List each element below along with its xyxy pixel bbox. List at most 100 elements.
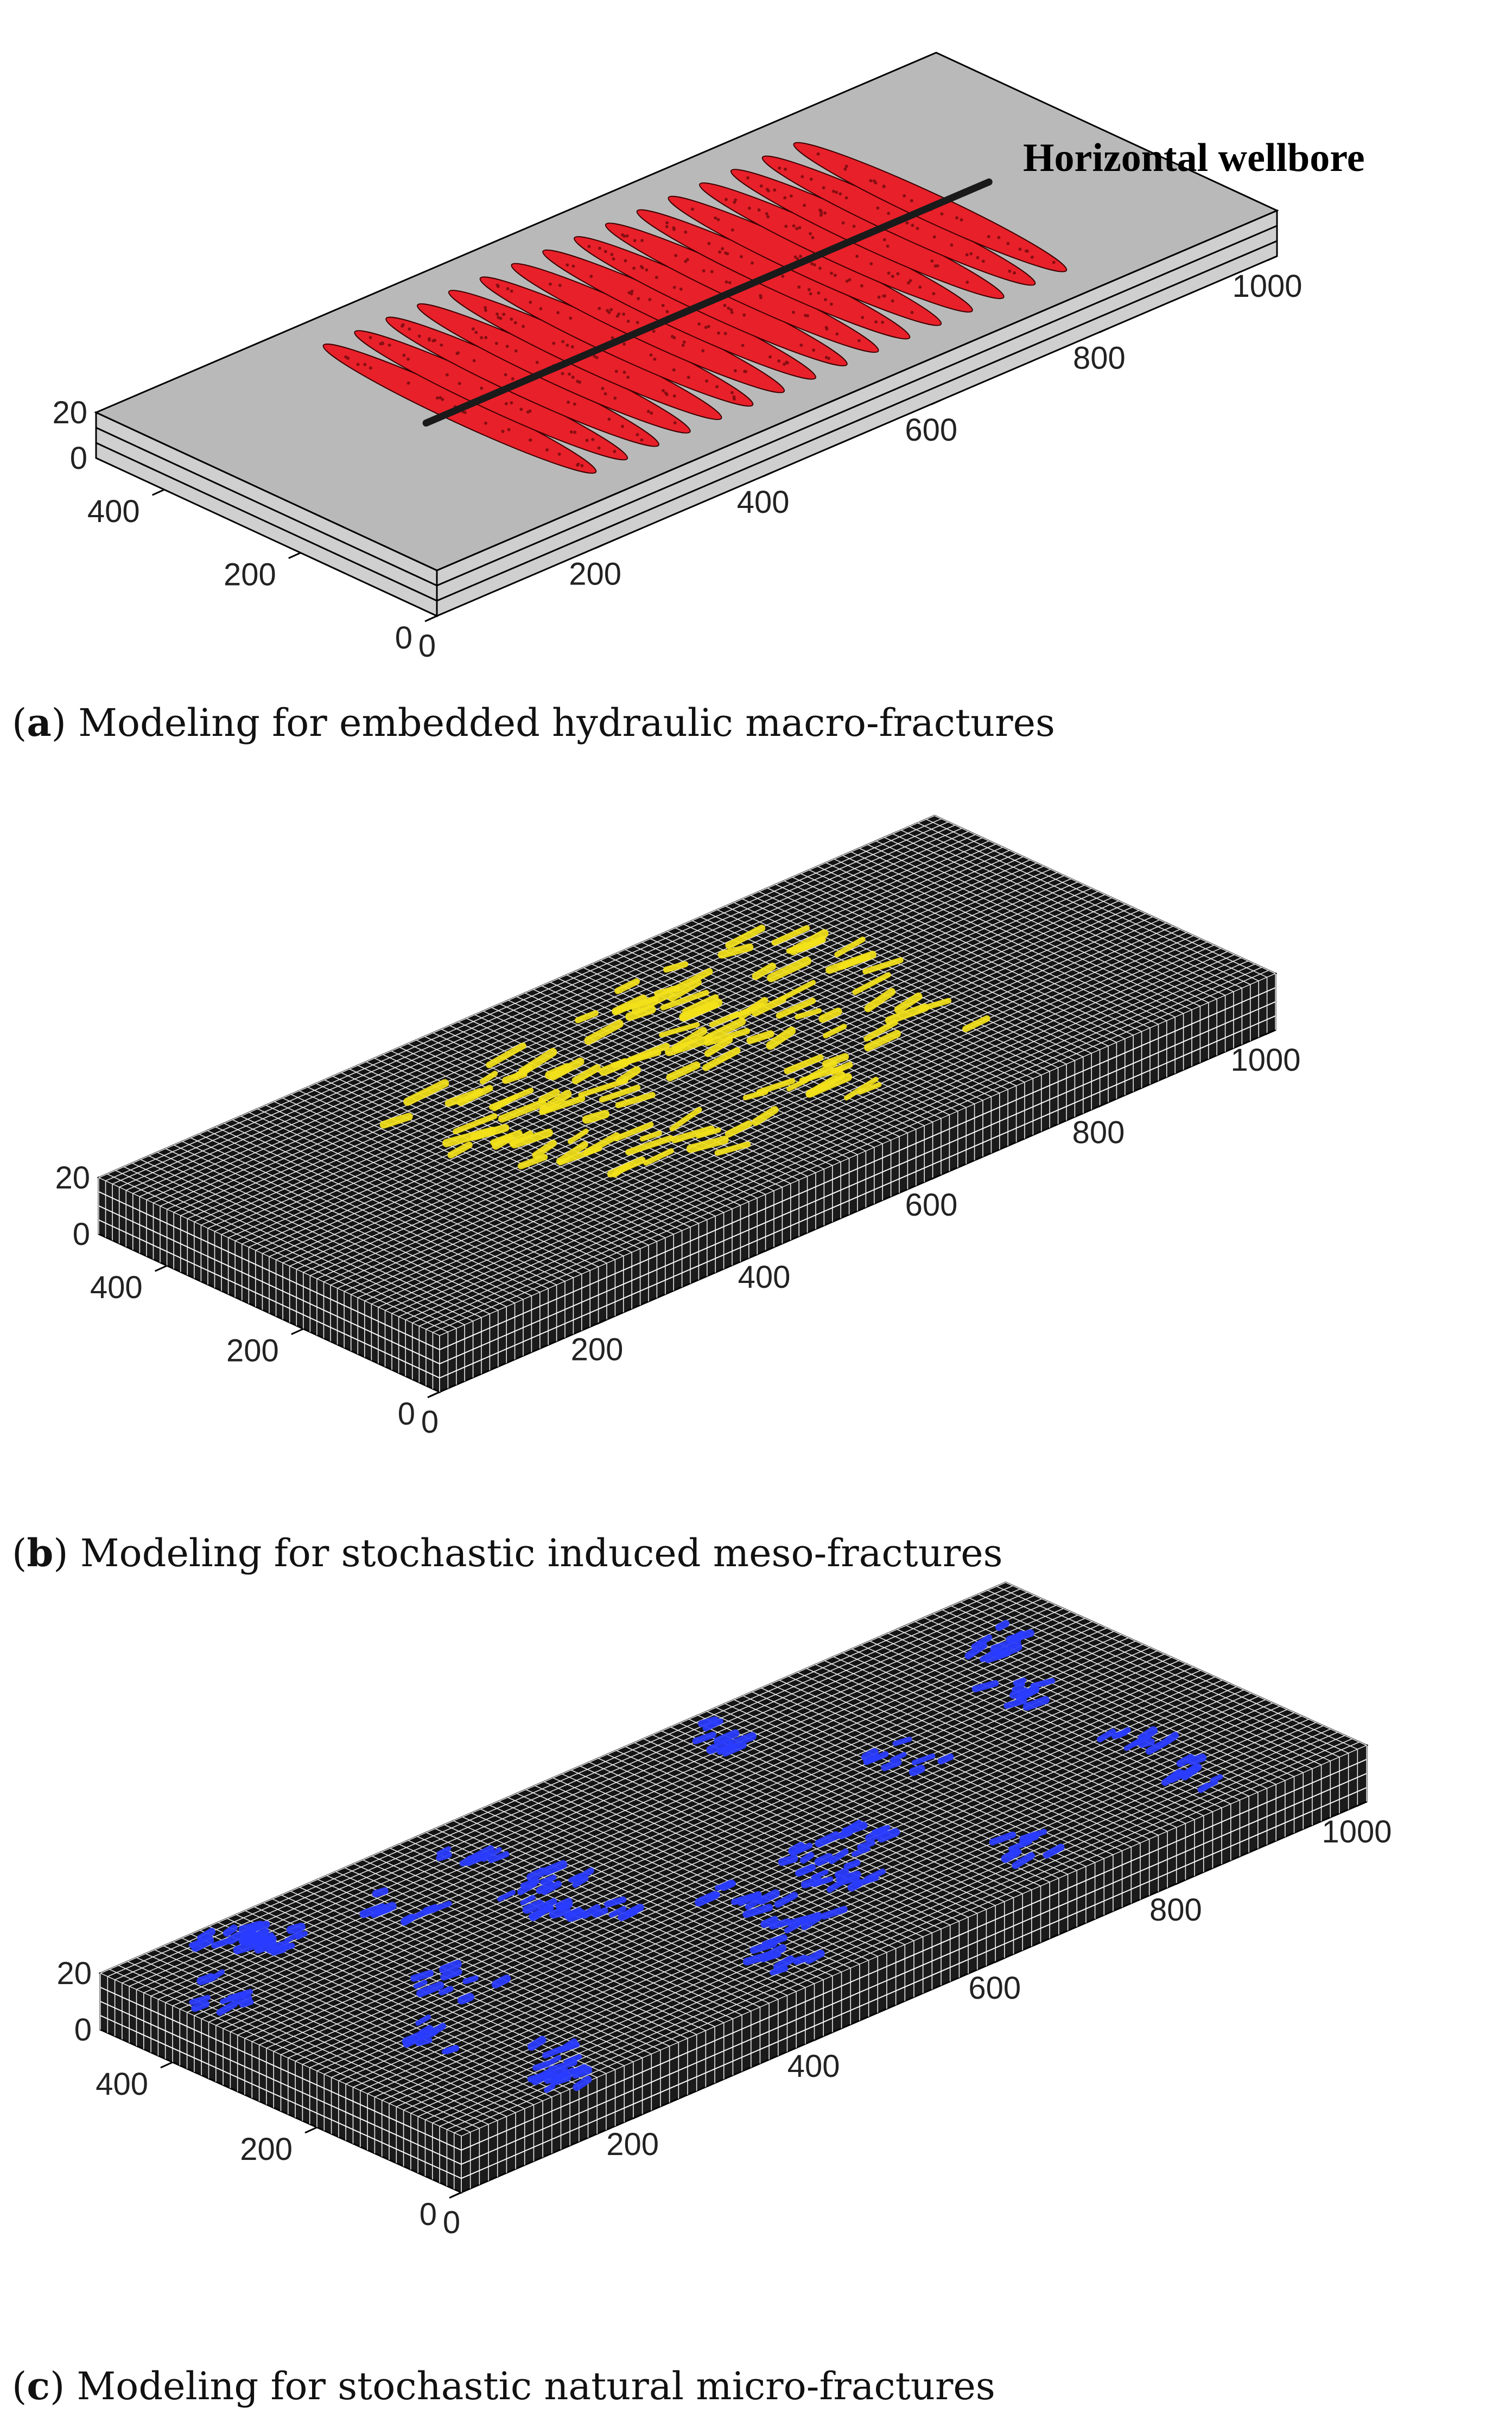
fracture: [864, 1029, 901, 1052]
x-tick-label: 200: [571, 1332, 624, 1368]
x-tick-label: 800: [1149, 1892, 1202, 1928]
x-tick-label: 800: [1073, 341, 1126, 376]
fracture: [531, 2069, 554, 2086]
fracture: [1043, 1844, 1065, 1859]
fracture: [994, 1643, 1022, 1660]
fracture: [1187, 1753, 1207, 1765]
fracture: [497, 1890, 516, 1902]
fracture: [669, 1107, 702, 1132]
fracture: [548, 2055, 562, 2065]
fracture: [704, 1018, 746, 1043]
fracture: [964, 1642, 988, 1660]
fracture: [415, 2037, 433, 2046]
fracture: [571, 2066, 593, 2079]
fracture: [575, 1010, 599, 1024]
fracture: [520, 1895, 536, 1905]
fracture: [1210, 1774, 1223, 1783]
x-tick: [1098, 327, 1110, 333]
fracture: [403, 1079, 449, 1106]
fracture: [702, 1047, 741, 1071]
fracture: [717, 943, 754, 959]
fracture: [556, 1141, 588, 1165]
x-tick: [764, 1246, 774, 1253]
x-tick-label: 400: [737, 485, 790, 520]
fracture: [529, 1904, 554, 1920]
fracture: [695, 1127, 721, 1139]
fracture: [890, 1752, 907, 1763]
x-tick-label: 400: [787, 2049, 840, 2084]
fracture: [729, 1002, 765, 1020]
fracture: [439, 1960, 462, 1974]
y-tick: [427, 1391, 440, 1399]
fracture: [581, 1904, 601, 1919]
fracture: [616, 1066, 641, 1085]
fracture: [1007, 1849, 1022, 1858]
fracture: [844, 1077, 879, 1101]
fracture: [1138, 1726, 1158, 1743]
fracture: [1006, 1629, 1034, 1644]
x-tick-label: 600: [905, 412, 957, 448]
fracture: [517, 1880, 538, 1896]
y-tick: [151, 488, 165, 496]
x-tick: [994, 1957, 1005, 1963]
fracture: [822, 1053, 849, 1067]
fracture: [742, 1951, 774, 1966]
fracture: [757, 1889, 780, 1905]
fracture: [778, 1854, 798, 1866]
fracture: [466, 1852, 482, 1861]
fracture: [239, 1999, 254, 2008]
fracture: [538, 1089, 560, 1103]
fracture: [1111, 1730, 1128, 1739]
fracture: [776, 997, 816, 1019]
fracture: [498, 1099, 547, 1123]
fracture: [853, 1875, 879, 1887]
fracture: [781, 980, 816, 1001]
fracture: [659, 1022, 700, 1038]
fracture: [568, 1873, 583, 1883]
fracture: [453, 1113, 498, 1135]
fracture: [766, 1026, 796, 1050]
fracture: [572, 1876, 589, 1888]
fracture: [510, 1128, 553, 1149]
fracture: [372, 1887, 389, 1898]
fracture: [625, 1005, 656, 1021]
fracture: [1167, 1769, 1186, 1783]
horizontal-wellbore: [422, 178, 993, 427]
fracture: [536, 1880, 555, 1895]
fracture: [752, 996, 786, 1017]
x-tick-label: 400: [738, 1260, 791, 1295]
fracture: [894, 992, 923, 1014]
x-tick-label: 600: [968, 1971, 1021, 2006]
fracture: [573, 2075, 592, 2092]
fracture: [795, 1864, 816, 1877]
fracture: [760, 1916, 779, 1928]
fracture: [443, 2045, 460, 2055]
caption-b: (b) Modeling for stochastic induced meso…: [12, 1530, 1003, 1575]
y-tick-label: 400: [90, 1270, 143, 1305]
x-tick: [596, 1319, 607, 1325]
fracture: [479, 1071, 498, 1085]
x-tick: [1265, 1029, 1276, 1035]
fracture: [892, 1737, 912, 1746]
fracture: [1012, 1681, 1025, 1693]
fracture: [436, 1851, 452, 1861]
fracture: [584, 1019, 624, 1045]
fracture: [828, 1848, 849, 1865]
fracture: [1003, 1698, 1027, 1709]
y-tick-label: 400: [87, 494, 140, 529]
z-tick-label: 20: [56, 1956, 92, 1991]
fracture: [253, 1934, 277, 1951]
fracture: [836, 1871, 861, 1883]
y-tick: [424, 615, 437, 622]
fracture: [704, 1036, 733, 1057]
fracture: [486, 1043, 526, 1069]
fracture: [771, 925, 810, 946]
fracture: [599, 1084, 641, 1103]
caption-a: (a) Modeling for embedded hydraulic macr…: [12, 700, 1055, 745]
fracture: [767, 956, 811, 982]
x-tick: [632, 2113, 643, 2120]
fracture: [731, 1893, 755, 1905]
